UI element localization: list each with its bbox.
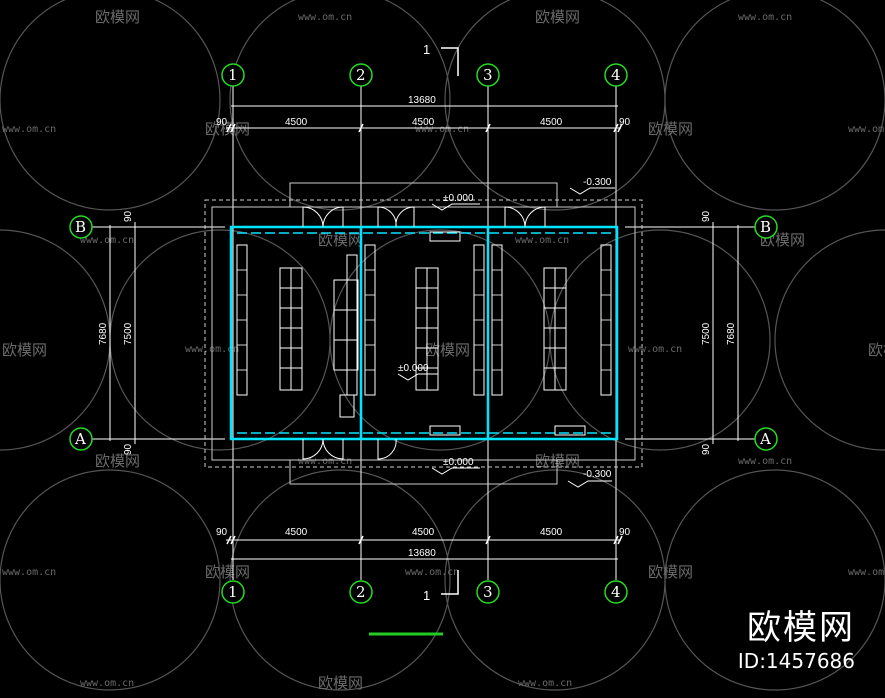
dim-depth-axis-right: 7500 (701, 322, 712, 345)
watermark-brand: 欧模网 (648, 563, 693, 581)
dim-bay-1-top: 4500 (285, 117, 308, 128)
watermark-brand: 欧模网 (205, 120, 250, 138)
watermark-brand: 欧模网 (95, 452, 140, 470)
dim-edge-top-left: 90 (216, 117, 228, 128)
section-mark-label-bottom: 1 (423, 588, 430, 603)
grid-label-3-top: 3 (483, 66, 493, 84)
watermark-url: www.om.cn (848, 567, 885, 578)
watermark-brand: 欧模网 (868, 341, 885, 359)
watermark-url: www.om.cn (80, 678, 134, 689)
dim-edge-left-bottom: 90 (123, 443, 134, 455)
dim-bay-2-top: 4500 (412, 117, 435, 128)
level-floor-center: ±0.000 (398, 363, 429, 374)
watermark-brand: 欧模网 (425, 341, 470, 359)
watermark-url: www.om.cn (738, 12, 792, 23)
grid-label-a-right: A (759, 430, 771, 448)
watermark-url: www.om.cn (2, 124, 56, 135)
watermark-brand: 欧模网 (205, 563, 250, 581)
watermark-url: www.om.cn (628, 344, 682, 355)
grid-label-2-top: 2 (356, 66, 366, 84)
section-mark-label-top: 1 (423, 42, 430, 57)
dim-edge-right-top: 90 (701, 210, 712, 222)
grid-label-a-left: A (74, 430, 86, 448)
watermark-url: www.om.cn (298, 456, 352, 467)
watermark-brand: 欧模网 (648, 120, 693, 138)
grid-label-1-bottom: 1 (228, 583, 238, 601)
grid-label-1-top: 1 (228, 66, 238, 84)
watermark-brand: 欧模网 (318, 231, 363, 249)
watermark-url: www.om.cn (738, 456, 792, 467)
dim-bay-2-bottom: 4500 (412, 527, 435, 538)
watermark-brand: 欧模网 (535, 452, 580, 470)
level-outside-bottom: -0.300 (583, 469, 612, 480)
dim-edge-right-bottom: 90 (701, 443, 712, 455)
platform-outline (204, 182, 643, 485)
model-id: ID:1457686 (737, 649, 855, 673)
watermark-brand: 欧模网 (95, 8, 140, 26)
dim-depth-overall-left: 7680 (98, 322, 109, 345)
brand-stamp: 欧模网 ID:1457686 (738, 608, 855, 674)
level-floor-top: ±0.000 (443, 193, 474, 204)
furniture (236, 231, 612, 436)
level-floor-bottom: ±0.000 (443, 457, 474, 468)
watermark-url: www.om.cn (848, 124, 885, 135)
watermark-url: www.om.cn (515, 235, 569, 246)
dim-edge-left-top: 90 (123, 210, 134, 222)
dimension-lines (109, 105, 739, 560)
doors (302, 206, 546, 460)
dim-depth-axis-left: 7500 (123, 322, 134, 345)
watermark-url: www.om.cn (405, 567, 459, 578)
grid-label-4-top: 4 (611, 66, 621, 84)
dim-edge-top-right: 90 (619, 117, 631, 128)
dim-edge-bottom-left: 90 (216, 527, 228, 538)
grid-label-2-bottom: 2 (356, 583, 366, 601)
grid-label-b-right: B (760, 218, 771, 236)
watermark-texts: 欧模网 www.om.cn 欧模网 www.om.cn www.om.cn 欧模… (2, 8, 885, 692)
watermark-brand: 欧模网 (318, 674, 363, 692)
grid-bubbles (69, 63, 778, 604)
grid-label-b-left: B (75, 218, 86, 236)
section-mark (441, 47, 459, 595)
watermark-url: www.om.cn (518, 678, 572, 689)
grid-label-3-bottom: 3 (483, 583, 493, 601)
grid-label-4-bottom: 4 (611, 583, 621, 601)
dim-bay-3-bottom: 4500 (540, 527, 563, 538)
watermark-url: www.om.cn (80, 235, 134, 246)
dim-edge-bottom-right: 90 (619, 527, 631, 538)
dim-bay-1-bottom: 4500 (285, 527, 308, 538)
dim-bay-3-top: 4500 (540, 117, 563, 128)
dim-overall-bottom: 13680 (408, 548, 436, 559)
watermark-brand: 欧模网 (2, 341, 47, 359)
level-marks (397, 187, 615, 488)
brand-logo: 欧模网 (747, 608, 855, 648)
watermark-url: www.om.cn (298, 12, 352, 23)
watermark-brand: 欧模网 (535, 8, 580, 26)
watermark-url: www.om.cn (2, 567, 56, 578)
level-outside-top: -0.300 (583, 177, 612, 188)
dim-overall-top: 13680 (408, 95, 436, 106)
walls (229, 225, 619, 441)
watermark-url: www.om.cn (415, 124, 469, 135)
dim-depth-overall-right: 7680 (726, 322, 737, 345)
